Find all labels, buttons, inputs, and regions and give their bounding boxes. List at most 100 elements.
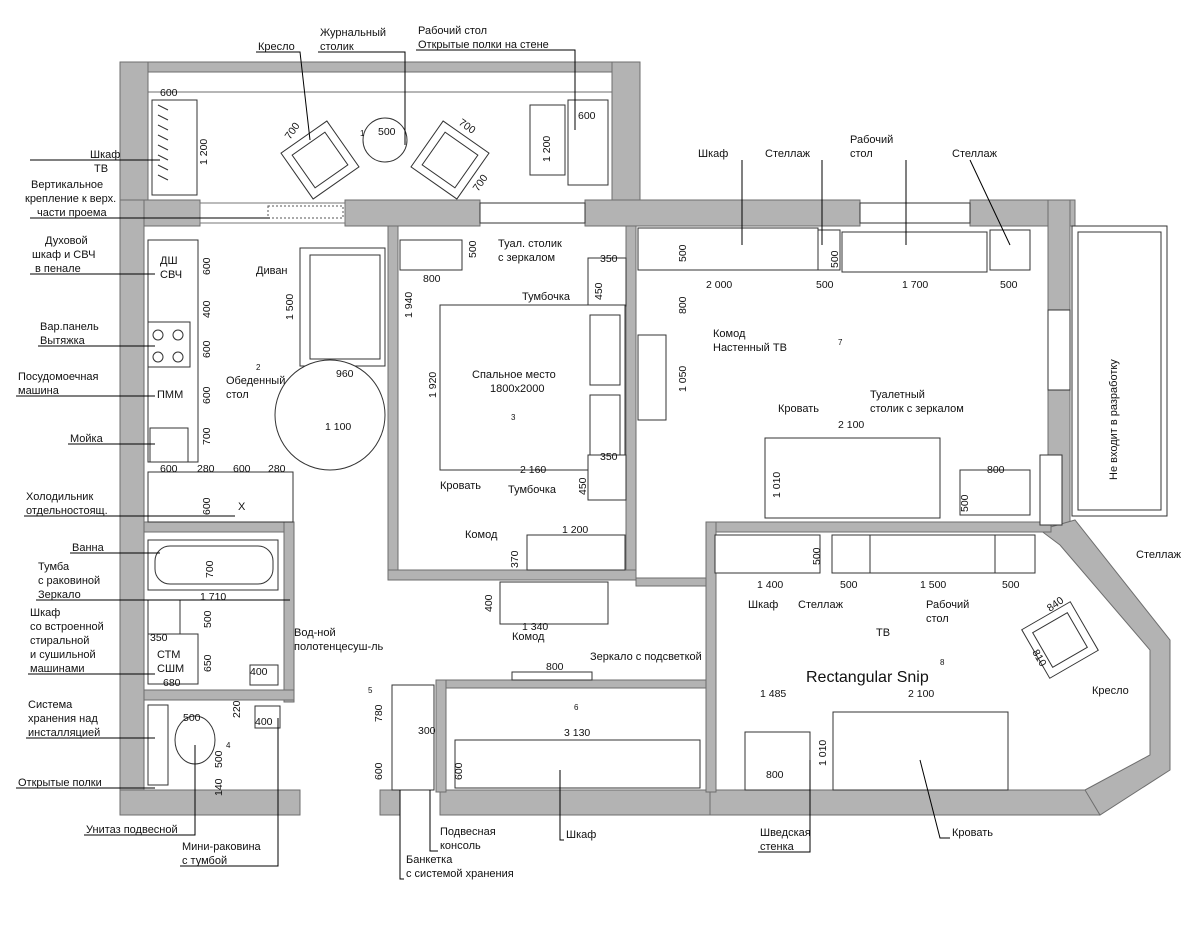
fridge-area	[147, 471, 294, 523]
dim: 280	[268, 463, 286, 475]
dim: 800	[423, 273, 441, 285]
sink	[149, 427, 189, 463]
dim: 500	[467, 240, 479, 258]
callout-console-2: консоль	[440, 840, 481, 852]
wardrobe-hatch	[157, 104, 169, 181]
label-room8-rack: Стеллаж	[798, 599, 844, 611]
window-room7-side2	[1039, 454, 1063, 526]
dim: 500	[202, 610, 214, 628]
dim: 500	[1000, 279, 1018, 291]
bench	[391, 684, 435, 791]
label-svch: СВЧ	[160, 269, 182, 281]
label-sshm: СШМ	[157, 663, 184, 675]
callout-armchair: Кресло	[258, 41, 295, 53]
dim: 2 100	[908, 688, 934, 700]
room-8	[714, 534, 1099, 791]
dim: 1 200	[562, 524, 588, 536]
armchair-right	[410, 120, 490, 200]
room-number: 5	[368, 686, 373, 695]
window-room7-side	[1047, 309, 1071, 391]
walls	[119, 61, 1171, 816]
dim: 350	[600, 451, 618, 463]
callout-bench-2: с системой хранения	[406, 868, 514, 880]
room7-wardrobe	[637, 227, 819, 271]
callout-wall-bars-2: стенка	[760, 841, 795, 853]
dim: 600	[201, 340, 213, 358]
dim: 2 160	[520, 464, 546, 476]
label-room7-vanity-1: Туалетный	[870, 389, 925, 401]
dim: 500	[378, 126, 396, 138]
callout-fridge-1: Холодильник	[26, 491, 93, 503]
dim: 450	[577, 477, 589, 495]
callout-desk-2: Открытые полки на стене	[418, 39, 549, 51]
room8-bed	[832, 711, 1009, 791]
lit-mirror	[511, 671, 593, 681]
room-number: 1	[360, 129, 365, 138]
dim: 700	[201, 427, 213, 445]
callout-mini-sink-2: с тумбой	[182, 855, 227, 867]
armchair-left	[280, 120, 360, 200]
bath-hall	[147, 539, 701, 791]
label-x: Х	[238, 501, 246, 513]
callout-hob-2: Вытяжка	[40, 335, 86, 347]
mini-sink	[254, 705, 281, 729]
wall-main-top-3	[584, 199, 861, 227]
dim: 1 010	[817, 740, 829, 766]
callout-mirror: Зеркало	[38, 589, 81, 601]
loggia-right-inner	[1077, 231, 1162, 511]
dim: 680	[163, 677, 181, 689]
callout-mini-sink-1: Мини-раковина	[182, 841, 262, 853]
dim: 500	[811, 547, 823, 565]
callout-wall-bars-1: Шведская	[760, 827, 811, 839]
dim: 600	[578, 110, 596, 122]
label-room8-tv: ТВ	[876, 627, 890, 639]
window-bedroom	[479, 202, 586, 224]
dim: 700	[283, 120, 303, 141]
wall-bottom-4	[709, 789, 1101, 816]
room8-wardrobe	[714, 534, 821, 574]
dim: 400	[255, 716, 273, 728]
callout-toilet: Унитаз подвесной	[86, 824, 178, 836]
callout-storage-2: хранения над	[28, 713, 98, 725]
vanity-sink	[147, 599, 181, 635]
dim: 1 485	[760, 688, 786, 700]
wall-bed-room7	[625, 225, 637, 579]
label-right-rack: Стеллаж	[1136, 549, 1182, 561]
label-dining-2: стол	[226, 389, 249, 401]
label-bedroom-dresser: Комод	[465, 529, 498, 541]
wall-bath-wc	[143, 689, 295, 701]
in-room-labels: ДШ СВЧ ПММ Х СТМ СШМ Диван Обеденный сто…	[157, 134, 1182, 697]
callout-hob-1: Вар.панель	[40, 321, 99, 333]
label-nightstand-1: Тумбочка	[522, 291, 571, 303]
callout-storage-3: инсталляцией	[28, 727, 100, 739]
callout-laundry-4: и сушильной	[30, 649, 96, 661]
label-sofa: Диван	[256, 265, 288, 277]
callout-oven-2: шкаф и СВЧ	[32, 249, 95, 261]
dim: 780	[373, 704, 385, 722]
callout-desk-1: Рабочий стол	[418, 25, 487, 37]
dim: 1 010	[771, 472, 783, 498]
dim: 800	[766, 769, 784, 781]
callout-room8-bed: Кровать	[952, 827, 993, 839]
label-room7-bed: Кровать	[778, 403, 819, 415]
dim: 400	[483, 594, 495, 612]
dim: 350	[150, 632, 168, 644]
window-room7	[859, 202, 971, 224]
callout-coffee-table-2: столик	[320, 41, 354, 53]
dim: 600	[160, 87, 178, 99]
tv-mount	[267, 205, 344, 219]
label-room7-desk-1: Рабочий	[850, 134, 893, 146]
label-bed-3: Кровать	[440, 480, 481, 492]
callout-laundry-1: Шкаф	[30, 607, 60, 619]
label-bed-2: 1800х2000	[490, 383, 544, 395]
label-hall-dresser: Комод	[512, 631, 545, 643]
room-number: 3	[511, 413, 516, 422]
label-dining-1: Обеденный	[226, 375, 285, 387]
dim: 600	[233, 463, 251, 475]
dim: 500	[959, 494, 971, 512]
label-room8-wardrobe: Шкаф	[748, 599, 778, 611]
label-bed-1: Спальное место	[472, 369, 556, 381]
dim: 1 710	[200, 591, 226, 603]
callout-vanity-2: с раковиной	[38, 575, 100, 587]
